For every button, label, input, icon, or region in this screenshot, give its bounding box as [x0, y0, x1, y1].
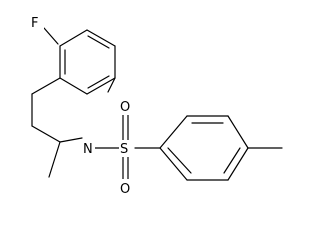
- bond: [59, 29, 88, 47]
- bond: [86, 77, 116, 95]
- double-bond-inner: [167, 147, 192, 174]
- bond: [86, 29, 116, 47]
- fluorine-label: F: [31, 16, 38, 31]
- fluoro-benzo-ring: [59, 29, 116, 95]
- double-bond-inner: [223, 147, 241, 174]
- bond: [107, 77, 116, 93]
- oxygen-label: O: [120, 100, 130, 115]
- bond: [31, 77, 61, 95]
- bond: [227, 147, 249, 181]
- fluorine-bond: [43, 27, 59, 45]
- methyl-bond: [48, 141, 61, 178]
- bond: [59, 77, 88, 95]
- chemical-structure: F N S O O: [30, 14, 283, 197]
- sulfur-label: S: [120, 142, 128, 157]
- tolyl-ring: [159, 115, 249, 181]
- double-bond-inner: [87, 35, 110, 49]
- bond: [31, 125, 61, 143]
- oxygen-label: O: [120, 182, 130, 197]
- tetrahydro-ring: [31, 77, 116, 143]
- bond: [227, 115, 249, 149]
- double-bond-inner: [87, 75, 110, 89]
- bond: [159, 147, 188, 181]
- bond: [159, 115, 188, 149]
- nitrogen-label: N: [83, 142, 93, 157]
- bond: [59, 137, 83, 143]
